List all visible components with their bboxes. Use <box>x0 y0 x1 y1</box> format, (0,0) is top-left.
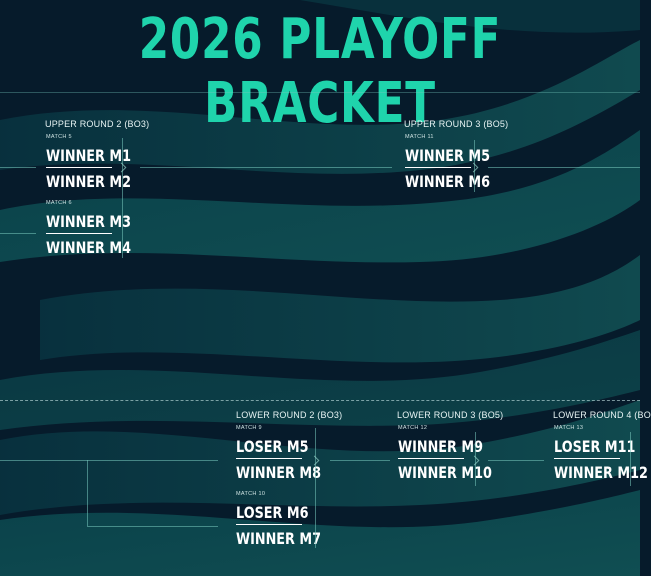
match-12-separator <box>398 458 464 459</box>
upper-round-2-bracket-line <box>122 138 123 258</box>
match-12-slot-2: WINNER M10 <box>398 463 492 482</box>
match-9-slot-1: LOSER M5 <box>236 437 309 456</box>
match-10-slot-1: LOSER M6 <box>236 503 309 522</box>
match-6-slot-1: WINNER M3 <box>46 212 132 231</box>
match-10-label: MATCH 10 <box>236 491 266 497</box>
match-5-slot-2: WINNER M2 <box>46 172 132 191</box>
match-9-label: MATCH 9 <box>236 425 262 431</box>
match-5-separator <box>46 167 112 168</box>
match-12-label: MATCH 12 <box>398 425 428 431</box>
match-9-slot-2: WINNER M8 <box>236 463 322 482</box>
connector-in-m10 <box>87 526 218 527</box>
match-5-label: MATCH 5 <box>46 134 72 140</box>
lower-round-4-label: LOWER ROUND 4 (BO <box>553 410 651 420</box>
match-5-slot-1: WINNER M1 <box>46 146 132 165</box>
match-11-slot-1: WINNER M5 <box>405 146 491 165</box>
match-11-separator <box>405 167 471 168</box>
match-13-separator <box>554 458 620 459</box>
match-9-separator <box>236 458 302 459</box>
connector-in-m9 <box>0 460 218 461</box>
page-title: 2026 PLAYOFF BRACKET <box>138 7 502 136</box>
upper-divider <box>0 92 640 93</box>
lower-round-3-bracket-line <box>475 432 476 486</box>
match-11-label: MATCH 11 <box>405 134 434 140</box>
match-10-separator <box>236 524 302 525</box>
upper-round-3-bracket-line <box>474 140 475 192</box>
bracket-divider <box>0 400 640 401</box>
lower-round-1-bracket-line <box>87 460 88 526</box>
match-13-slot-2: WINNER M12 <box>554 463 648 482</box>
match-13-slot-1: LOSER M11 <box>554 437 636 456</box>
connector-to-upper-round-3 <box>140 167 392 168</box>
connector-in-m5 <box>0 167 36 168</box>
match-11-slot-2: WINNER M6 <box>405 172 491 191</box>
upper-round-2-label: UPPER ROUND 2 (BO3) <box>45 119 150 129</box>
match-12-slot-1: WINNER M9 <box>398 437 484 456</box>
match-6-label: MATCH 6 <box>46 200 72 206</box>
connector-out-m11 <box>488 167 640 168</box>
lower-round-2-bracket-line <box>315 428 316 548</box>
lower-round-3-label: LOWER ROUND 3 (BO5) <box>397 410 504 420</box>
lower-round-2-label: LOWER ROUND 2 (BO3) <box>236 410 343 420</box>
match-6-slot-2: WINNER M4 <box>46 238 132 257</box>
connector-to-lower-round-3 <box>330 460 390 461</box>
match-10-slot-2: WINNER M7 <box>236 529 322 548</box>
connector-to-lower-round-4 <box>488 460 544 461</box>
connector-in-m6 <box>0 233 36 234</box>
match-6-separator <box>46 233 112 234</box>
upper-round-3-label: UPPER ROUND 3 (BO5) <box>404 119 509 129</box>
lower-round-4-bracket-line <box>630 432 631 486</box>
match-13-label: MATCH 13 <box>554 425 584 431</box>
